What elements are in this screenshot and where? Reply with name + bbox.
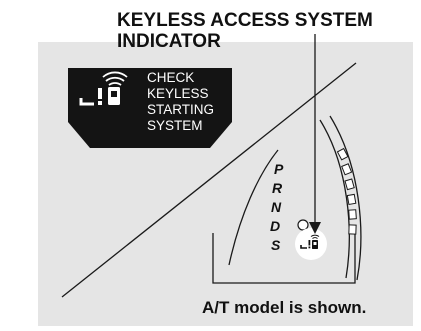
gear-letter-s: S — [271, 237, 281, 253]
gauge-tick-marks — [336, 147, 357, 235]
gear-letter-n: N — [271, 199, 282, 215]
gauge-circle-indicator — [297, 219, 309, 231]
gear-letter-r: R — [272, 180, 283, 196]
callout-title-line2: INDICATOR — [117, 31, 221, 52]
gauge-keyless-warning-icon — [300, 234, 320, 249]
display-message-line: CHECK — [147, 70, 195, 85]
gauge-outer-arc-1 — [319, 119, 350, 279]
callout-title: KEYLESS ACCESS SYSTEM INDICATOR — [117, 10, 373, 52]
figure-caption: A/T model is shown. — [202, 298, 367, 317]
indicator-highlight — [295, 228, 327, 260]
gauge-outer-arc-2 — [329, 115, 362, 281]
gauge-inner-arc — [228, 149, 279, 266]
callout-arrowhead — [309, 222, 321, 234]
callout-title-line1: KEYLESS ACCESS SYSTEM — [117, 10, 373, 31]
display-message-line: KEYLESS — [147, 86, 209, 101]
display-message-line: STARTING — [147, 102, 215, 117]
gauge-bracket — [212, 233, 356, 284]
divider-line — [61, 62, 357, 298]
gear-letter-d: D — [270, 218, 281, 234]
display-keyless-warning-icon — [79, 71, 128, 106]
display-message: CHECK KEYLESS STARTING SYSTEM — [147, 70, 214, 134]
gear-letter-p: P — [274, 161, 284, 177]
display-message-line: SYSTEM — [147, 118, 203, 133]
